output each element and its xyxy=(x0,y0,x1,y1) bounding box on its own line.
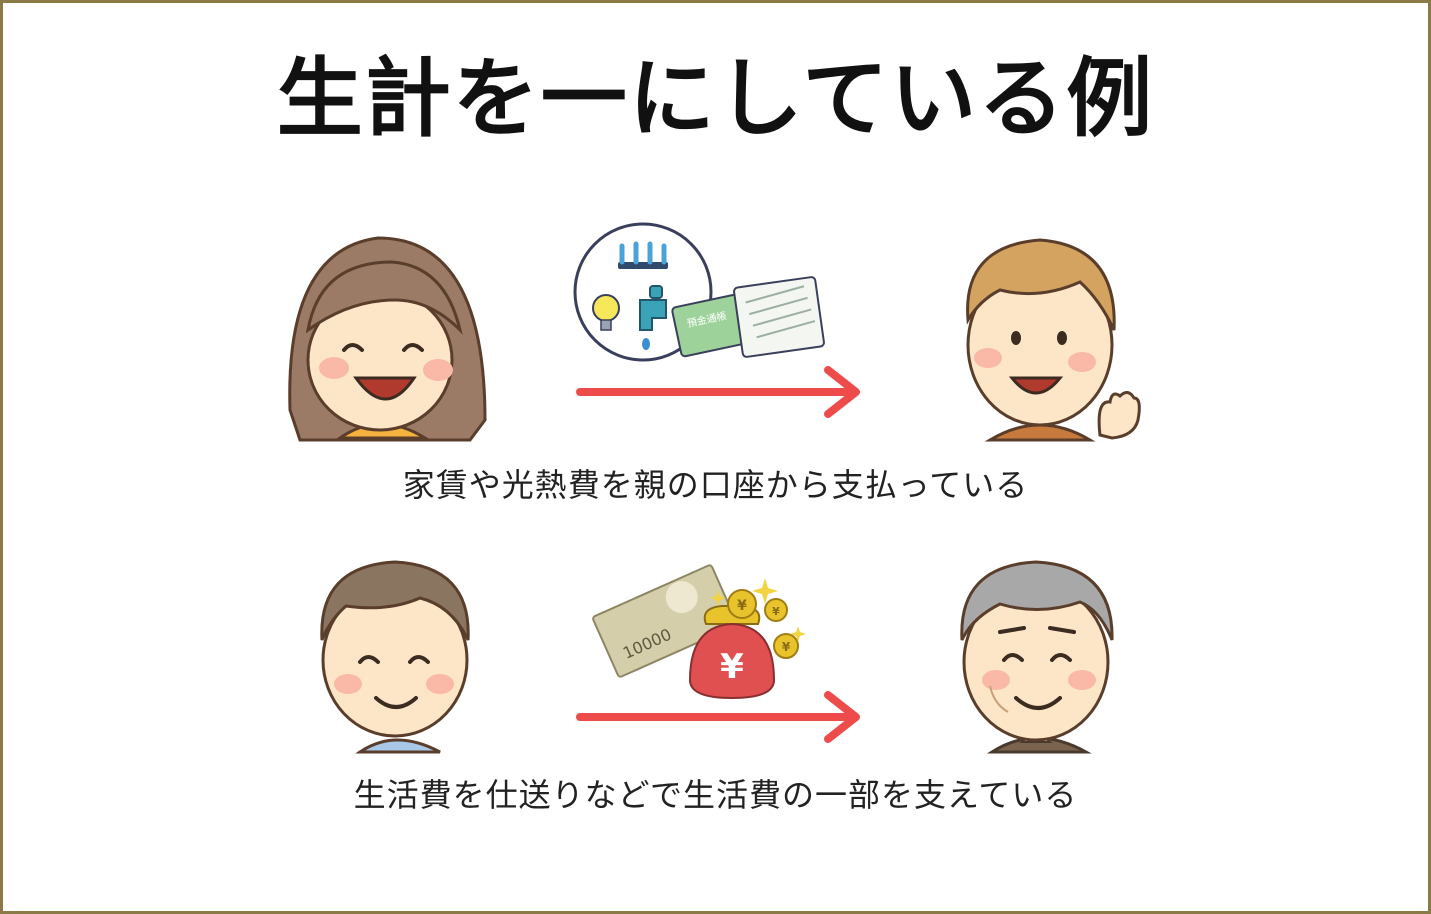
water-faucet-icon xyxy=(639,285,667,350)
transfer-arrow-2 xyxy=(576,691,860,743)
example-2-caption: 生活費を仕送りなどで生活費の一部を支えている xyxy=(353,776,1078,814)
example-1-caption: 家賃や光熱費を親の口座から支払っている xyxy=(402,466,1029,504)
coin-3-symbol: ¥ xyxy=(782,640,791,654)
son-illustration xyxy=(966,238,1141,442)
light-bulb-icon xyxy=(592,294,620,331)
sparkle-icons xyxy=(710,578,806,642)
coin-1-symbol: ¥ xyxy=(737,598,747,614)
coin-1: ¥ xyxy=(727,589,757,619)
coin-3: ¥ xyxy=(773,633,799,659)
mother-illustration xyxy=(288,236,487,442)
grandfather-illustration xyxy=(960,560,1114,754)
banknote-icon: 10000 xyxy=(592,564,738,678)
purse-yen-symbol: ¥ xyxy=(720,647,744,687)
gas-burner-icon xyxy=(618,241,668,269)
coin-2: ¥ xyxy=(764,598,788,622)
page-title: 生計を一にしている例 xyxy=(276,49,1155,149)
bankbook-icon xyxy=(733,276,825,358)
coin-2-symbol: ¥ xyxy=(772,605,780,618)
transfer-arrow-1 xyxy=(576,366,860,418)
young-man-illustration xyxy=(320,560,470,754)
